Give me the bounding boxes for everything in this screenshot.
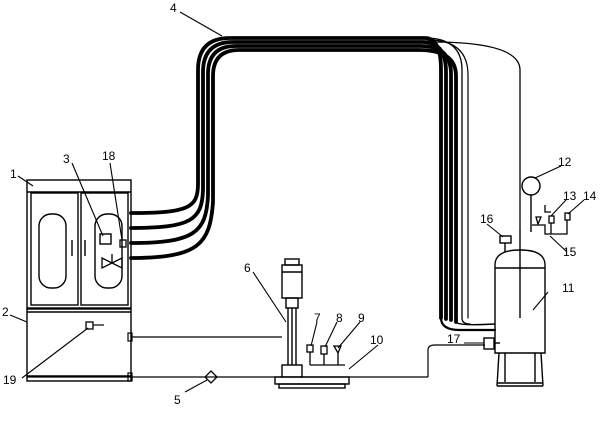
instruments-7-8-9 — [306, 344, 345, 366]
lower-box — [26, 308, 132, 382]
label-7: 7 — [314, 311, 321, 325]
label-11: 11 — [562, 281, 575, 295]
hose-bundle — [129, 36, 521, 332]
label-19: 19 — [3, 373, 17, 387]
label-12: 12 — [558, 155, 572, 169]
label-14: 14 — [583, 189, 597, 203]
leader-lines — [9, 11, 585, 393]
fitting-16 — [499, 235, 512, 252]
label-10: 10 — [370, 333, 384, 347]
pipelines — [27, 332, 485, 382]
label-8: 8 — [336, 311, 343, 325]
label-13: 13 — [563, 189, 577, 203]
label-16: 16 — [480, 212, 494, 226]
label-9: 9 — [358, 311, 365, 325]
pump-assembly — [274, 258, 350, 389]
label-15: 15 — [563, 245, 577, 259]
label-18: 18 — [102, 149, 116, 163]
label-2: 2 — [2, 305, 9, 319]
instruments-13-14-15 — [532, 205, 571, 235]
callout-labels: 1 2 3 18 4 5 6 7 8 9 10 11 12 13 14 15 1… — [2, 1, 597, 407]
label-17: 17 — [447, 332, 461, 346]
pressure-gauge-12 — [521, 176, 541, 232]
label-1: 1 — [10, 167, 17, 181]
sensor-3 — [99, 233, 112, 245]
label-4: 4 — [170, 1, 177, 15]
label-5: 5 — [174, 393, 181, 407]
pressure-tank — [494, 230, 546, 387]
label-6: 6 — [244, 261, 251, 275]
filter-5 — [204, 370, 218, 384]
sensor-19 — [85, 321, 94, 330]
label-3: 3 — [63, 152, 70, 166]
sensor-18 — [119, 239, 127, 248]
valve-in-cabinet — [101, 254, 123, 270]
valve-17 — [483, 337, 500, 350]
